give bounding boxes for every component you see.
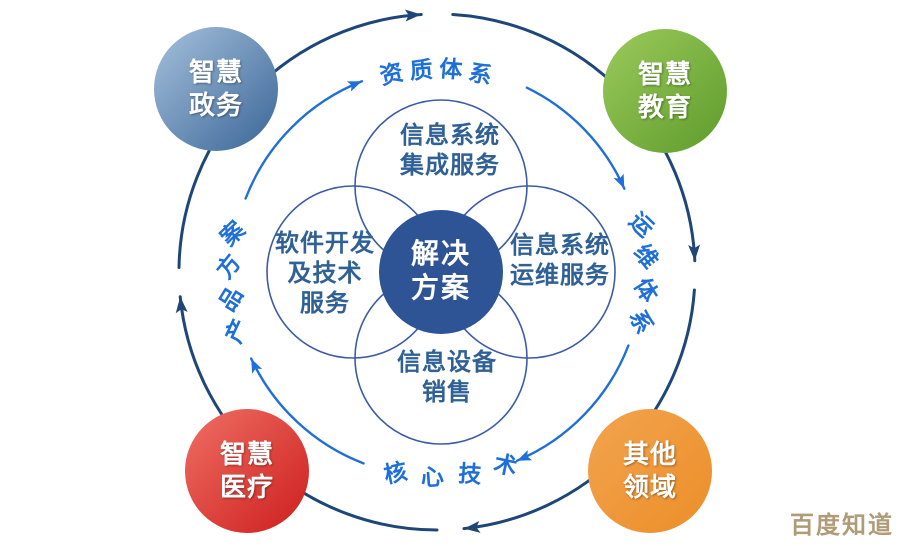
petal-label-system-integration: 信息系统 集成服务 (400, 122, 500, 179)
inner-ring-arrow-icon (346, 81, 362, 92)
petal-label-software-dev: 软件开发 及技术 服务 (275, 230, 375, 317)
ring-label-char: 体 (438, 55, 464, 84)
petal-label-equipment-sales: 信息设备 销售 (397, 349, 497, 406)
sector-circle-smart-healthcare: 智慧 医疗 (185, 409, 309, 533)
outer-ring-arrow-icon (464, 520, 481, 533)
sector-circle-smart-government: 智慧 政务 (154, 27, 278, 151)
outer-ring-arrow-icon (688, 244, 701, 261)
sector-label-smart-government: 智慧 政务 (188, 57, 243, 120)
sector-label-smart-education: 智慧 教育 (637, 59, 692, 122)
ring-label-char: 质 (408, 55, 434, 84)
petal-label-system-operation: 信息系统 运维服务 (510, 232, 610, 289)
watermark-baidu-zhidao: 百度知道 (790, 512, 894, 539)
center-circle (379, 210, 503, 334)
inner-ring-arc (244, 80, 364, 200)
ring-label-char: 心 (420, 463, 445, 491)
sector-circle-other-fields: 其他 领域 (588, 409, 712, 533)
inner-ring-arrow-icon (517, 450, 533, 461)
center-solution-label: 解决 方案 (410, 238, 472, 303)
sector-label-smart-healthcare: 智慧 医疗 (219, 439, 274, 502)
inner-ring-arc (250, 357, 365, 465)
sector-label-other-fields: 其他 领域 (622, 439, 677, 502)
inner-ring-arc (525, 86, 626, 190)
inner-ring-arrow-icon (251, 358, 263, 374)
inner-ring-arc (515, 344, 630, 462)
sector-circle-smart-education: 智慧 教育 (603, 29, 727, 153)
inner-ring-arrow-icon (613, 173, 625, 189)
outer-ring-arrow-icon (175, 296, 188, 314)
outer-ring-arrow-icon (404, 9, 422, 22)
ring-label-char: 技 (457, 460, 483, 489)
